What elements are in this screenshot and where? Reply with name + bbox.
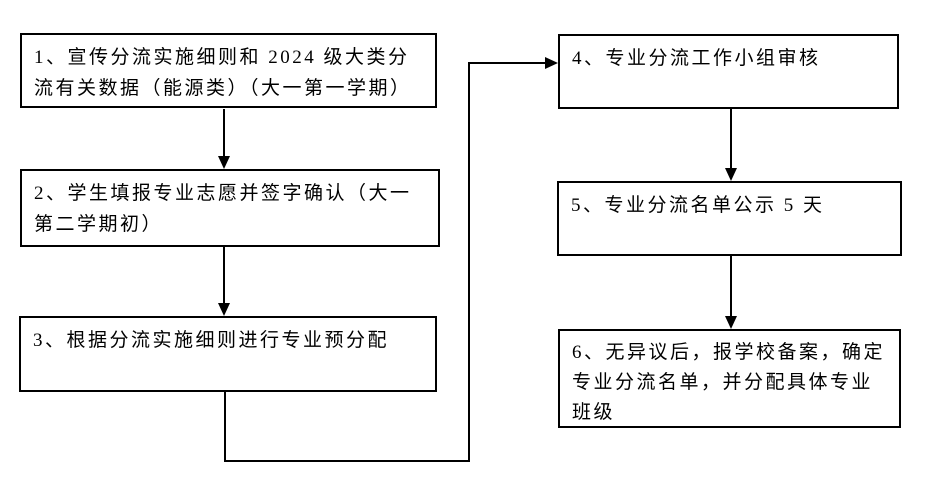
flow-node-step-4: 4、专业分流工作小组审核 xyxy=(558,34,899,109)
arrow-step5-to-step6 xyxy=(725,256,737,329)
flow-node-step-3: 3、根据分流实施细则进行专业预分配 xyxy=(19,316,437,392)
arrow-step2-to-step3 xyxy=(218,247,230,316)
arrow-step3-to-step4 xyxy=(224,57,558,462)
arrow-step1-to-step2 xyxy=(218,109,230,169)
flow-node-step-2: 2、学生填报专业志愿并签字确认（大一第二学期初） xyxy=(20,169,440,247)
flow-node-step-6: 6、无异议后，报学校备案，确定专业分流名单，并分配具体专业班级 xyxy=(558,329,901,428)
flow-node-step-5: 5、专业分流名单公示 5 天 xyxy=(557,181,902,256)
arrow-step4-to-step5 xyxy=(725,109,737,181)
flow-node-step-1: 1、宣传分流实施细则和 2024 级大类分流有关数据（能源类）（大一第一学期） xyxy=(20,33,437,108)
